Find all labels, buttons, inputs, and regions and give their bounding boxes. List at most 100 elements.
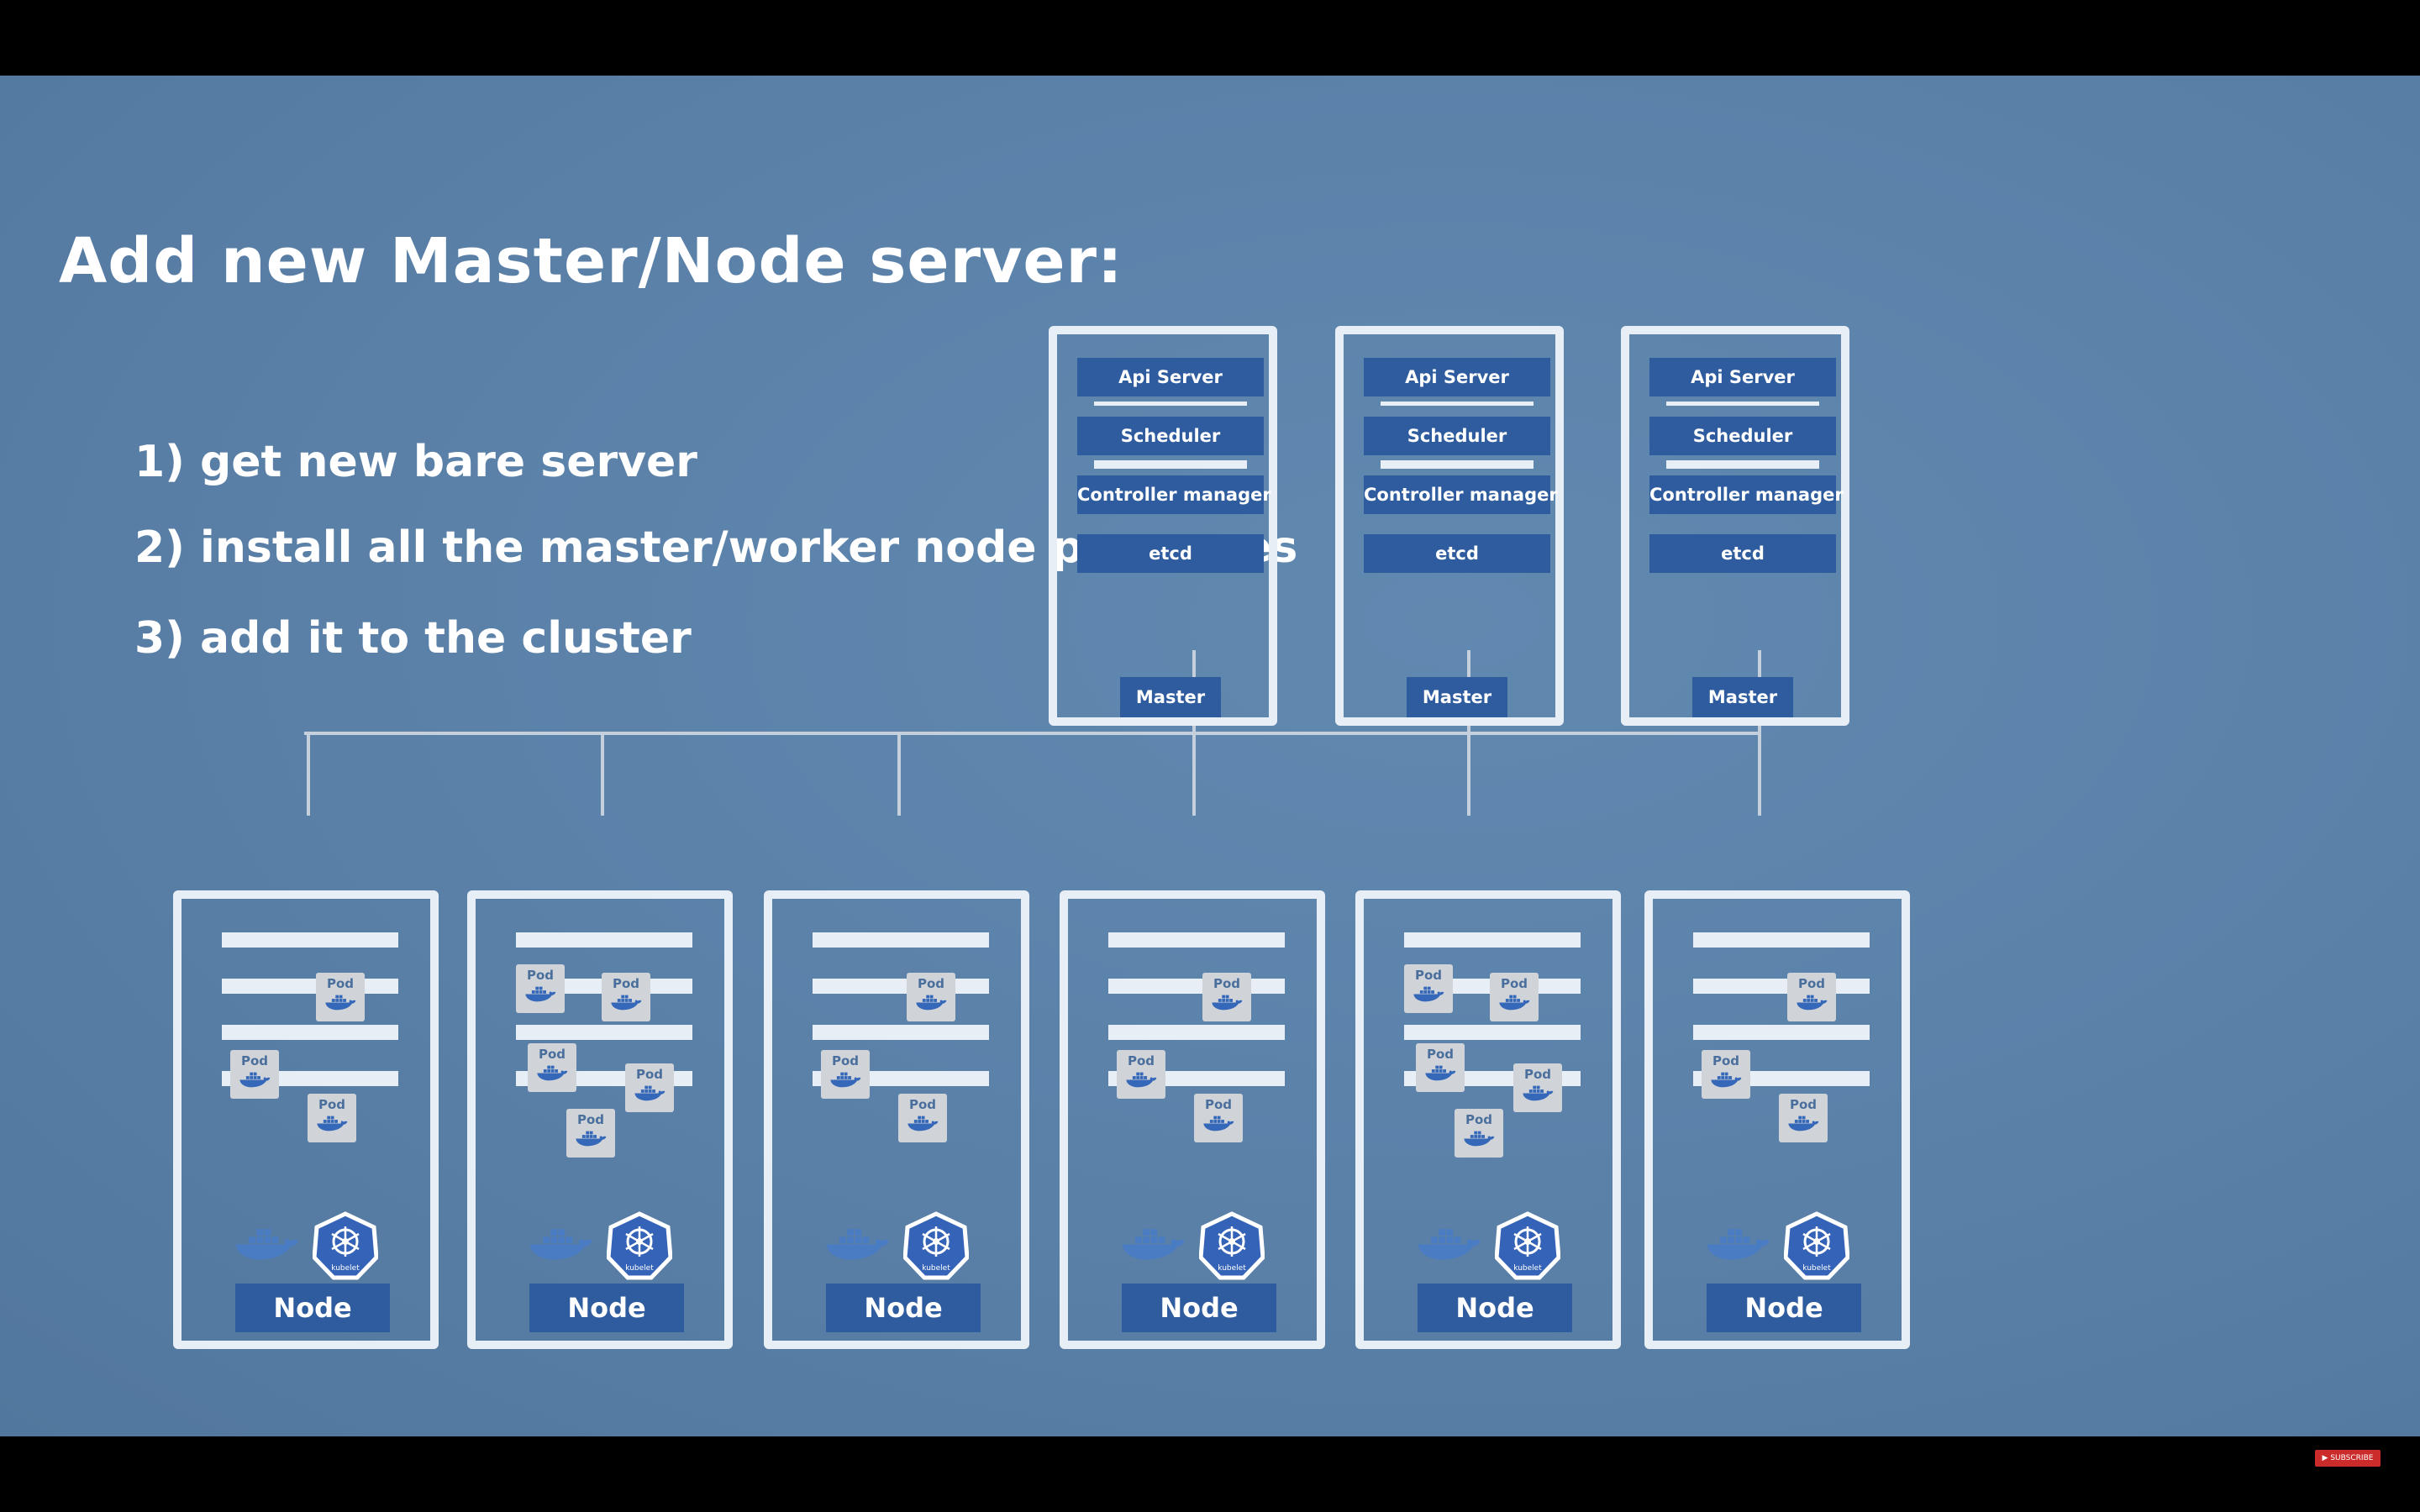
node-process-bar (516, 932, 692, 948)
pod: Pod (1490, 973, 1539, 1021)
docker-whale-icon (234, 1225, 299, 1268)
docker-whale-icon (907, 1114, 939, 1137)
node-process-bar (1404, 1025, 1581, 1040)
kubelet-icon: kubelet (1783, 1211, 1850, 1284)
node-process-bar (813, 1025, 989, 1040)
svg-text:kubelet: kubelet (1218, 1264, 1246, 1273)
master-process: Api Server (1364, 358, 1550, 396)
master-process: Scheduler (1649, 417, 1836, 455)
node-label: Node (1418, 1284, 1572, 1332)
docker-whale-icon (1787, 1114, 1819, 1137)
pod: Pod (907, 973, 955, 1021)
node-link-3 (897, 732, 901, 816)
pod: Pod (821, 1050, 870, 1099)
master-label: Master (1692, 677, 1793, 717)
master-process: Controller manager (1649, 475, 1844, 514)
node-process-bar (222, 979, 398, 994)
svg-text:kubelet: kubelet (1513, 1264, 1542, 1273)
docker-whale-icon (1498, 993, 1530, 1016)
node-label: Node (1707, 1284, 1861, 1332)
master-process: etcd (1649, 534, 1836, 573)
pod: Pod (230, 1050, 279, 1099)
master-process: Controller manager (1364, 475, 1558, 514)
svg-text:kubelet: kubelet (922, 1264, 950, 1273)
node-process-bar (813, 932, 989, 948)
docker-whale-icon (1705, 1225, 1770, 1268)
pod: Pod (516, 964, 565, 1013)
docker-whale-icon (1522, 1084, 1554, 1106)
docker-whale-icon (1211, 993, 1243, 1016)
process-divider (1381, 402, 1534, 406)
process-divider (1381, 460, 1534, 469)
docker-whale-icon (536, 1063, 568, 1086)
docker-whale-icon (239, 1070, 271, 1093)
pod: Pod (625, 1063, 674, 1112)
node-process-bar (1693, 979, 1870, 994)
kubelet-icon: kubelet (312, 1211, 379, 1284)
step-1: 1) get new bare server (134, 437, 697, 487)
pod: Pod (566, 1109, 615, 1158)
node-process-bar (813, 979, 989, 994)
pod: Pod (1202, 973, 1251, 1021)
docker-whale-icon (1416, 1225, 1481, 1268)
slide: Add new Master/Node server: 1) get new b… (0, 76, 2420, 1436)
pod: Pod (528, 1043, 576, 1092)
docker-whale-icon (316, 1114, 348, 1137)
docker-whale-icon (610, 993, 642, 1016)
docker-whale-icon (1424, 1063, 1456, 1086)
master-label: Master (1120, 677, 1221, 717)
kubelet-icon: kubelet (902, 1211, 970, 1284)
master-process: etcd (1077, 534, 1264, 573)
master-link-2 (1467, 650, 1470, 816)
subscribe-label: SUBSCRIBE (2330, 1454, 2374, 1462)
pod: Pod (1194, 1094, 1243, 1142)
node-process-bar (1693, 932, 1870, 948)
node-label: Node (529, 1284, 684, 1332)
docker-whale-icon (634, 1084, 666, 1106)
pod: Pod (1404, 964, 1453, 1013)
pod: Pod (898, 1094, 947, 1142)
svg-text:kubelet: kubelet (1802, 1264, 1831, 1273)
process-divider (1666, 402, 1819, 406)
docker-whale-icon (829, 1070, 861, 1093)
node-process-bar (222, 1025, 398, 1040)
node-process-bar (516, 1025, 692, 1040)
docker-whale-icon (1796, 993, 1828, 1016)
node-label: Node (1122, 1284, 1276, 1332)
docker-whale-icon (1463, 1129, 1495, 1152)
master-label: Master (1407, 677, 1507, 717)
master-process: Scheduler (1364, 417, 1550, 455)
node-process-bar (1108, 1025, 1285, 1040)
node-label: Node (235, 1284, 390, 1332)
process-divider (1094, 402, 1247, 406)
pod: Pod (316, 973, 365, 1021)
process-divider (1666, 460, 1819, 469)
docker-whale-icon (915, 993, 947, 1016)
node-process-bar (1108, 932, 1285, 948)
node-process-bar (1108, 979, 1285, 994)
docker-whale-icon (1120, 1225, 1186, 1268)
pod: Pod (1702, 1050, 1750, 1099)
kubelet-icon: kubelet (1494, 1211, 1561, 1284)
node-label: Node (826, 1284, 981, 1332)
docker-whale-icon (824, 1225, 890, 1268)
pod: Pod (1513, 1063, 1562, 1112)
subscribe-button[interactable]: ▶ SUBSCRIBE (2315, 1450, 2381, 1467)
node-link-1 (307, 732, 310, 816)
docker-whale-icon (1710, 1070, 1742, 1093)
node-process-bar (1404, 932, 1581, 948)
svg-text:kubelet: kubelet (625, 1264, 654, 1273)
docker-whale-icon (528, 1225, 593, 1268)
step-3: 3) add it to the cluster (134, 613, 692, 664)
master-process: Api Server (1649, 358, 1836, 396)
pod: Pod (602, 973, 650, 1021)
kubelet-icon: kubelet (606, 1211, 673, 1284)
subscribe-icon: ▶ (2322, 1454, 2328, 1462)
